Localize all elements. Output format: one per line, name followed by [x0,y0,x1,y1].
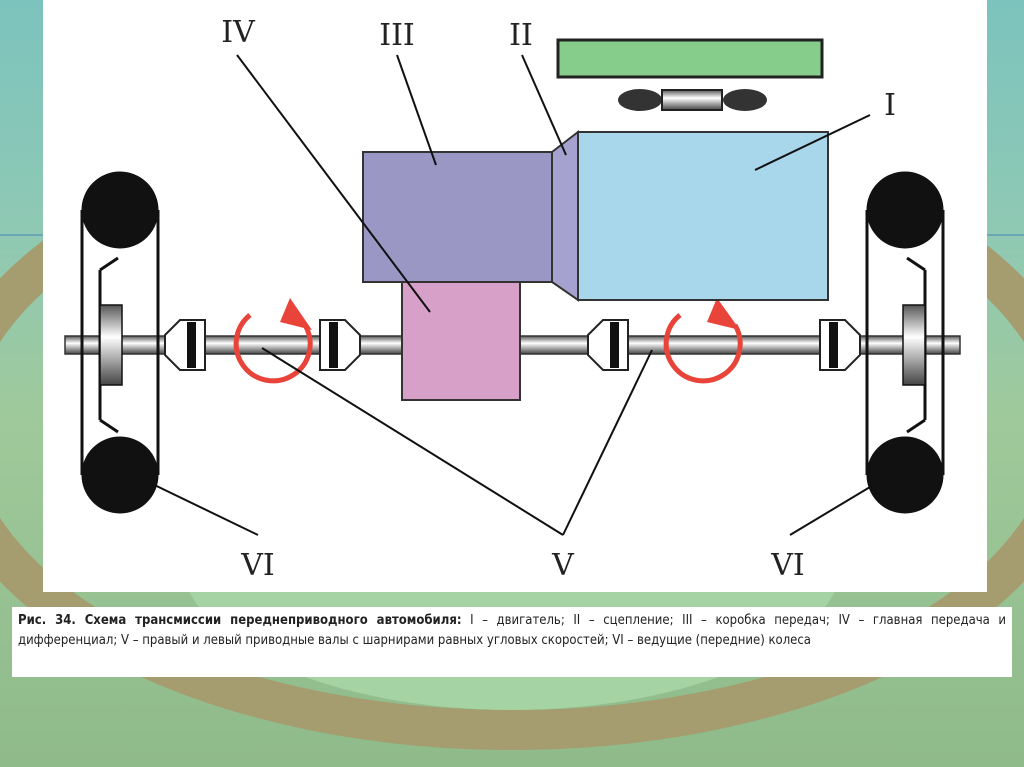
rotation-arrow-icon [663,298,743,384]
transmission-diagram: IV III II I VI V VI [64,15,961,583]
engine [577,131,829,301]
cv-joint [819,319,861,371]
cv-joint [164,319,206,371]
cv-joint [587,319,629,371]
label-vi-left: VI [240,548,275,583]
cv-joint [319,319,361,371]
left-wheel [80,171,160,514]
label-iii: III [379,18,415,53]
gearbox [362,151,553,283]
label-iv: IV [221,15,256,50]
right-wheel [865,171,945,514]
leader-lines [139,54,886,536]
figure-caption: Рис. 34. Схема трансмиссии переднепривод… [12,607,1012,677]
radiator [556,38,824,79]
label-ii: II [509,18,533,53]
clutch [551,129,579,302]
label-i: I [884,88,896,123]
fan-icon [618,89,767,111]
caption-text: I – двигатель; II – сцепление; III – кор… [18,613,1006,648]
label-vi-right: VI [770,548,805,583]
caption-title: Рис. 34. Схема трансмиссии переднепривод… [18,613,462,628]
rotation-arrow-icon [233,298,313,384]
label-v: V [551,548,575,583]
